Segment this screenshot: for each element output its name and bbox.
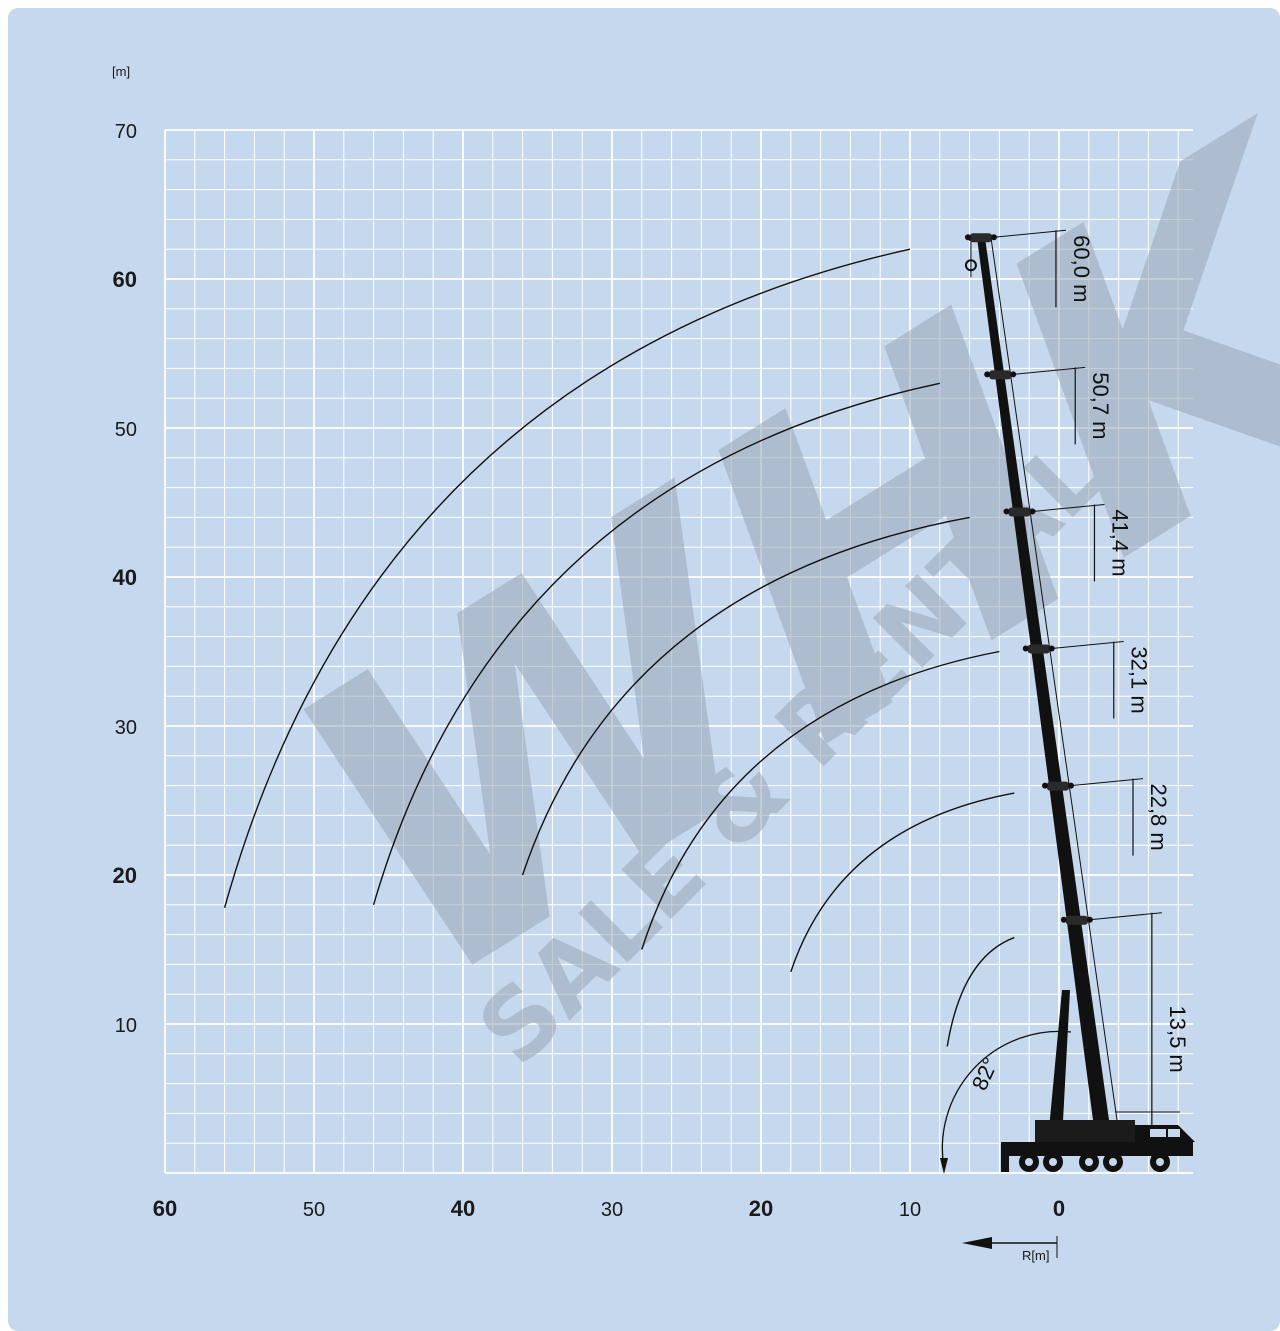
x-tick-label: 60 — [153, 1196, 177, 1221]
x-tick-label: 10 — [899, 1199, 921, 1221]
y-tick-label: 40 — [113, 565, 137, 590]
axis-ticks: 60 50 40 30 20 10 0 70 60 50 40 30 20 10 — [113, 121, 1066, 1221]
working-range-arcs — [223, 248, 1015, 1047]
boom-section-label: 32,1 m — [1127, 646, 1152, 713]
x-tick-label: 50 — [303, 1199, 325, 1221]
y-tick-label: 60 — [113, 267, 137, 292]
y-tick-label: 20 — [113, 863, 137, 888]
joint-pin — [1060, 916, 1067, 923]
working-range-arc — [223, 248, 911, 908]
y-tick-label: 70 — [115, 121, 137, 143]
grid — [164, 129, 1194, 1174]
wheel-hub — [1109, 1158, 1117, 1166]
working-range-arc — [641, 650, 1000, 950]
y-tick-label: 30 — [115, 717, 137, 739]
y-tick-label: 10 — [115, 1015, 137, 1037]
x-tick-label: 40 — [451, 1196, 475, 1221]
boom-cable — [990, 237, 1118, 1121]
boom-section-label: 22,8 m — [1146, 783, 1171, 850]
dimension-leader — [1051, 641, 1124, 650]
x-tick-label: 0 — [1053, 1196, 1065, 1221]
boom-body — [976, 237, 1109, 1120]
y-tick-label: 50 — [115, 419, 137, 441]
section-joint — [989, 370, 1012, 380]
x-unit-label: R[m] — [1022, 1248, 1049, 1263]
section-joint — [1065, 915, 1088, 925]
dimension-leader — [1089, 912, 1162, 921]
working-range-arc — [790, 792, 1015, 973]
joint-pin — [964, 234, 971, 241]
section-joint — [1008, 507, 1031, 517]
working-range-arc — [946, 936, 1015, 1047]
boom — [964, 235, 1118, 1140]
joint-pin — [1042, 782, 1049, 789]
x-tick-label: 20 — [749, 1196, 773, 1221]
section-dimensions: 13,5 m 22,8 m 32,1 m 41,4 m 50,7 m 60,0 m — [964, 229, 1190, 1166]
angle-label: 82° — [967, 1053, 1003, 1094]
joint-pin — [1003, 508, 1010, 515]
joint-pin — [1022, 645, 1029, 652]
dimension-leader — [993, 229, 1066, 238]
luffing-cylinder — [1048, 990, 1070, 1140]
wheel-hub — [1156, 1158, 1164, 1166]
joint-pin — [984, 371, 991, 378]
working-range-arc — [372, 382, 940, 905]
boom-section-label: 41,4 m — [1107, 509, 1132, 576]
section-joint — [969, 233, 992, 243]
boom-section-label: 60,0 m — [1069, 235, 1094, 302]
working-range-arc — [521, 516, 970, 876]
dimension-leader — [1032, 503, 1105, 512]
crane-truck — [1001, 1120, 1195, 1172]
section-joint — [1027, 644, 1050, 654]
chart-panel — [8, 8, 1280, 1331]
boom-section-label: 50,7 m — [1088, 372, 1113, 439]
dimension-leader — [1013, 366, 1086, 375]
truck-wheels — [1019, 1152, 1170, 1172]
section-joint — [1047, 781, 1070, 791]
dimension-leader — [1070, 778, 1144, 787]
wheel-hub — [1025, 1158, 1033, 1166]
x-tick-label: 30 — [601, 1199, 623, 1221]
boom-section-label: 13,5 m — [1165, 1005, 1190, 1072]
radius-arrow — [962, 1236, 1058, 1258]
wheel-hub — [1049, 1158, 1057, 1166]
y-unit-label: [m] — [112, 64, 130, 79]
wheel-hub — [1085, 1158, 1093, 1166]
